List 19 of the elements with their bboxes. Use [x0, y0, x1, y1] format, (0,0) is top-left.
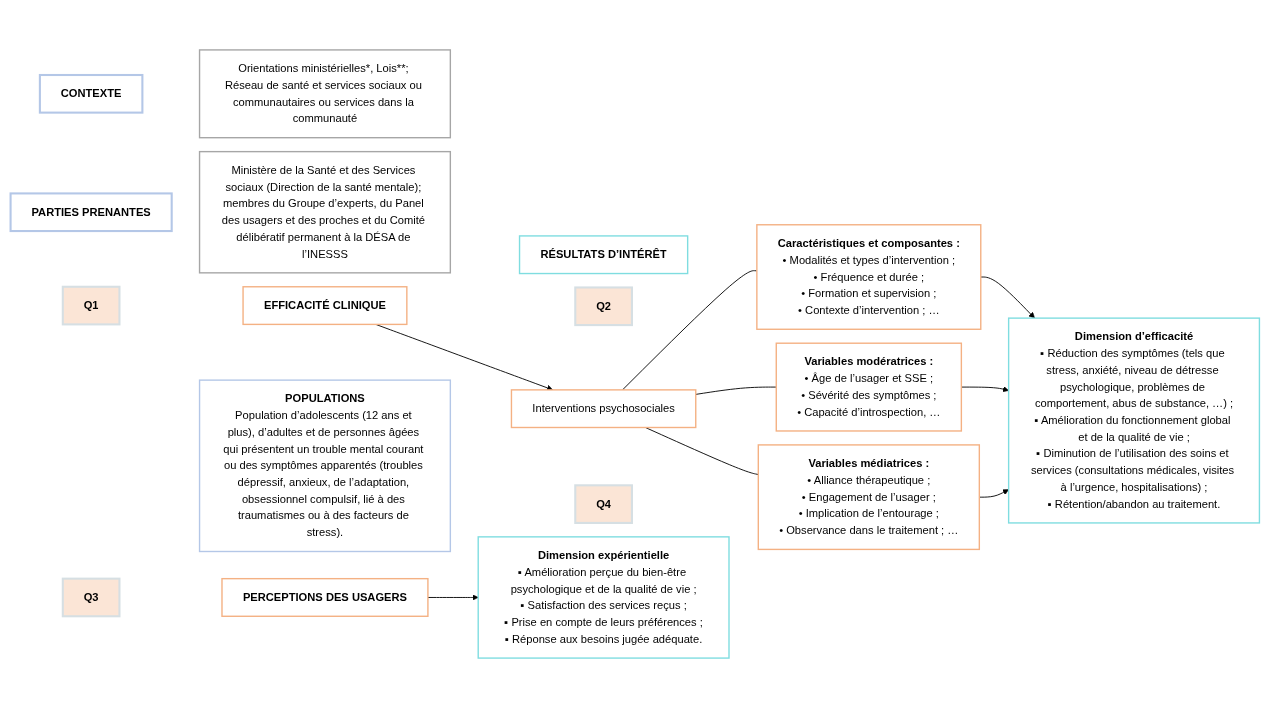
- node-box: Orientations ministérielles*, Lois**; Réseau de santé et services sociaux ou communautaires ou services dans la communauté: [198, 49, 451, 139]
- node-box: Q2: [573, 286, 633, 327]
- node-box: POPULATIONS Population d’adolescents (12 ans et plus), d’adultes et de personnes âgées qui présentent un trouble mental courant ou des symptômes apparentés (troubles dépressif, anxieux, de l’adaptation, obsessionnel compulsif, lié à des traumatismes ou à des facteurs de stress).: [198, 379, 451, 553]
- node-box: Variables modératrices : • Âge de l’usager et SSE ; • Sévérité des symptômes ; • Capacité d’introspection, …: [775, 342, 962, 432]
- node-box: Caractéristiques et composantes : • Modalités et types d’intervention ; • Fréquence et durée ; • Formation et supervision ; • Contexte d’intervention ; …: [755, 224, 981, 330]
- connector: [621, 270, 757, 391]
- node-box: Variables médiatrices : • Alliance thérapeutique ; • Engagement de l’usager ; • Implication de l’entourage ; • Observance dans le traitement ; …: [757, 444, 980, 551]
- node-box: Interventions psychosociales: [510, 389, 696, 429]
- node-box: PERCEPTIONS DES USAGERS: [220, 577, 429, 617]
- node-box: Q3: [61, 577, 120, 618]
- node-box: Dimension expérientielle ▪ Amélioration perçue du bien-être psychologique et de la qualité de vie ; ▪ Satisfaction des services reçus ; ▪ Prise en compte de leurs préférences ; ▪ Réponse aux besoins jugée adéquate.: [477, 536, 730, 659]
- node-box: Q4: [573, 484, 633, 524]
- node-box: Ministère de la Santé et des Services sociaux (Direction de la santé mentale); membres du Groupe d’experts, du Panel des usagers et des proches et du Comité délibératif permanent à la DÉSA de l’INESSS: [198, 150, 451, 274]
- node-box: CONTEXTE: [38, 73, 143, 114]
- node-box: PARTIES PRENANTES: [9, 192, 173, 233]
- node-box: RÉSULTATS D’INTÉRÊT: [518, 235, 688, 275]
- node-box: Dimension d’efficacité ▪ Réduction des symptômes (tels que stress, anxiété, niveau de détresse psychologique, problèmes de comportement, abus de substance, …) ; ▪ Amélioration du fonctionnement global et de la qualité de vie ; ▪ Diminution de l’utilisation des soins et services (consultations médicales, visites à l’urgence, hospitalisations) ; ▪ Rétention/abandon au traitement.: [1007, 317, 1260, 524]
- node-box: EFFICACITÉ CLINIQUE: [241, 286, 408, 326]
- node-box: Q1: [61, 285, 120, 326]
